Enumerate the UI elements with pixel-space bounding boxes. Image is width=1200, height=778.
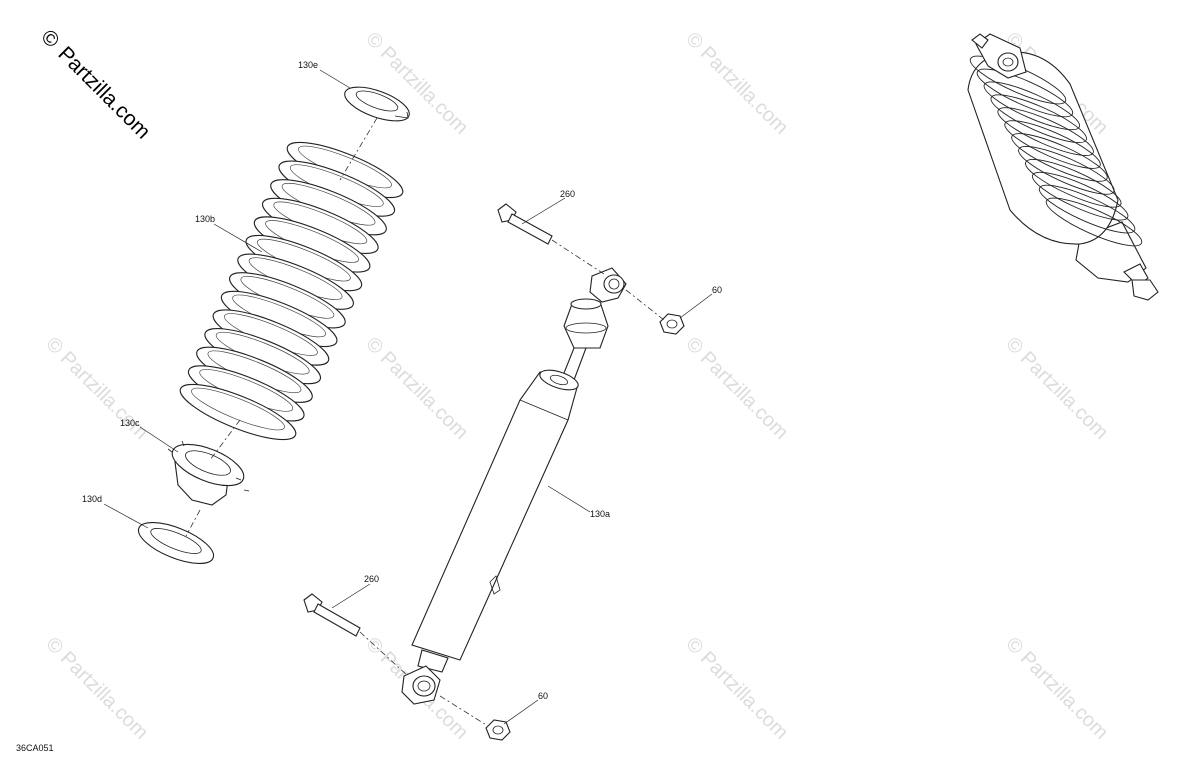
- assembled-coil-turn: [1018, 146, 1115, 195]
- assembled-coil-turn: [1025, 159, 1122, 208]
- assembled-coil-turn: [1045, 197, 1143, 247]
- callout-260-bottom: 260: [364, 574, 379, 584]
- bolt-260-bottom: [303, 593, 361, 637]
- copyright-mark: ©: [36, 25, 64, 53]
- assembled-coil-turn: [990, 94, 1087, 143]
- assembled-coil-turn: [997, 107, 1094, 156]
- spring-coil-inner-edge: [191, 387, 285, 431]
- assembled-coil-turn: [1031, 171, 1129, 221]
- spring-seat-130c: [167, 440, 250, 506]
- nut-60-bottom: [485, 719, 511, 741]
- watermark: © Partzilla.com: [1001, 633, 1112, 744]
- spring-retainer-130e: [344, 86, 410, 122]
- nut-60-top: [659, 313, 685, 335]
- watermark: © Partzilla.com: [361, 28, 472, 139]
- shock-absorber-130a: [401, 267, 627, 705]
- callout-60-top: 60: [712, 285, 722, 295]
- brand-logo: © Partzilla.com: [36, 25, 154, 143]
- watermark: © Partzilla.com: [41, 633, 152, 744]
- assembled-coil-turn: [1004, 120, 1101, 169]
- assembled-coil-turn: [1038, 184, 1136, 234]
- assembled-coil-turn: [983, 81, 1081, 131]
- coil-spring-130b: [179, 141, 404, 441]
- washer-130d: [137, 522, 215, 564]
- spring-axis-line: [185, 117, 378, 537]
- spring-coil-turn: [179, 383, 297, 441]
- callout-labels: 130e 130b 130c 130d 130a 260 260 60 60: [82, 60, 722, 701]
- callout-130b: 130b: [195, 214, 215, 224]
- bottom-bolt-axis-line: [359, 631, 489, 727]
- watermark: © Partzilla.com: [681, 633, 792, 744]
- watermark: © Partzilla.com: [1001, 333, 1112, 444]
- diagram-code: 36CA051: [16, 743, 54, 753]
- top-bolt-axis-line: [551, 239, 665, 321]
- callout-60-bottom: 60: [538, 691, 548, 701]
- callout-130c: 130c: [120, 418, 140, 428]
- assembled-coil-turn: [1011, 133, 1108, 182]
- bolt-260-top: [497, 203, 553, 245]
- callout-130e: 130e: [298, 60, 318, 70]
- watermark: © Partzilla.com: [361, 333, 472, 444]
- site-name: Partzilla.com: [53, 42, 154, 143]
- watermark: © Partzilla.com: [681, 333, 792, 444]
- assembled-coil-turn: [976, 68, 1074, 118]
- assembled-spring-coils: [969, 55, 1143, 247]
- callout-260-top: 260: [560, 189, 575, 199]
- callout-leaders: [103, 69, 713, 725]
- callout-130a: 130a: [590, 509, 610, 519]
- callout-130d: 130d: [82, 494, 102, 504]
- assembled-shock-view: [967, 33, 1159, 301]
- watermark: © Partzilla.com: [681, 28, 792, 139]
